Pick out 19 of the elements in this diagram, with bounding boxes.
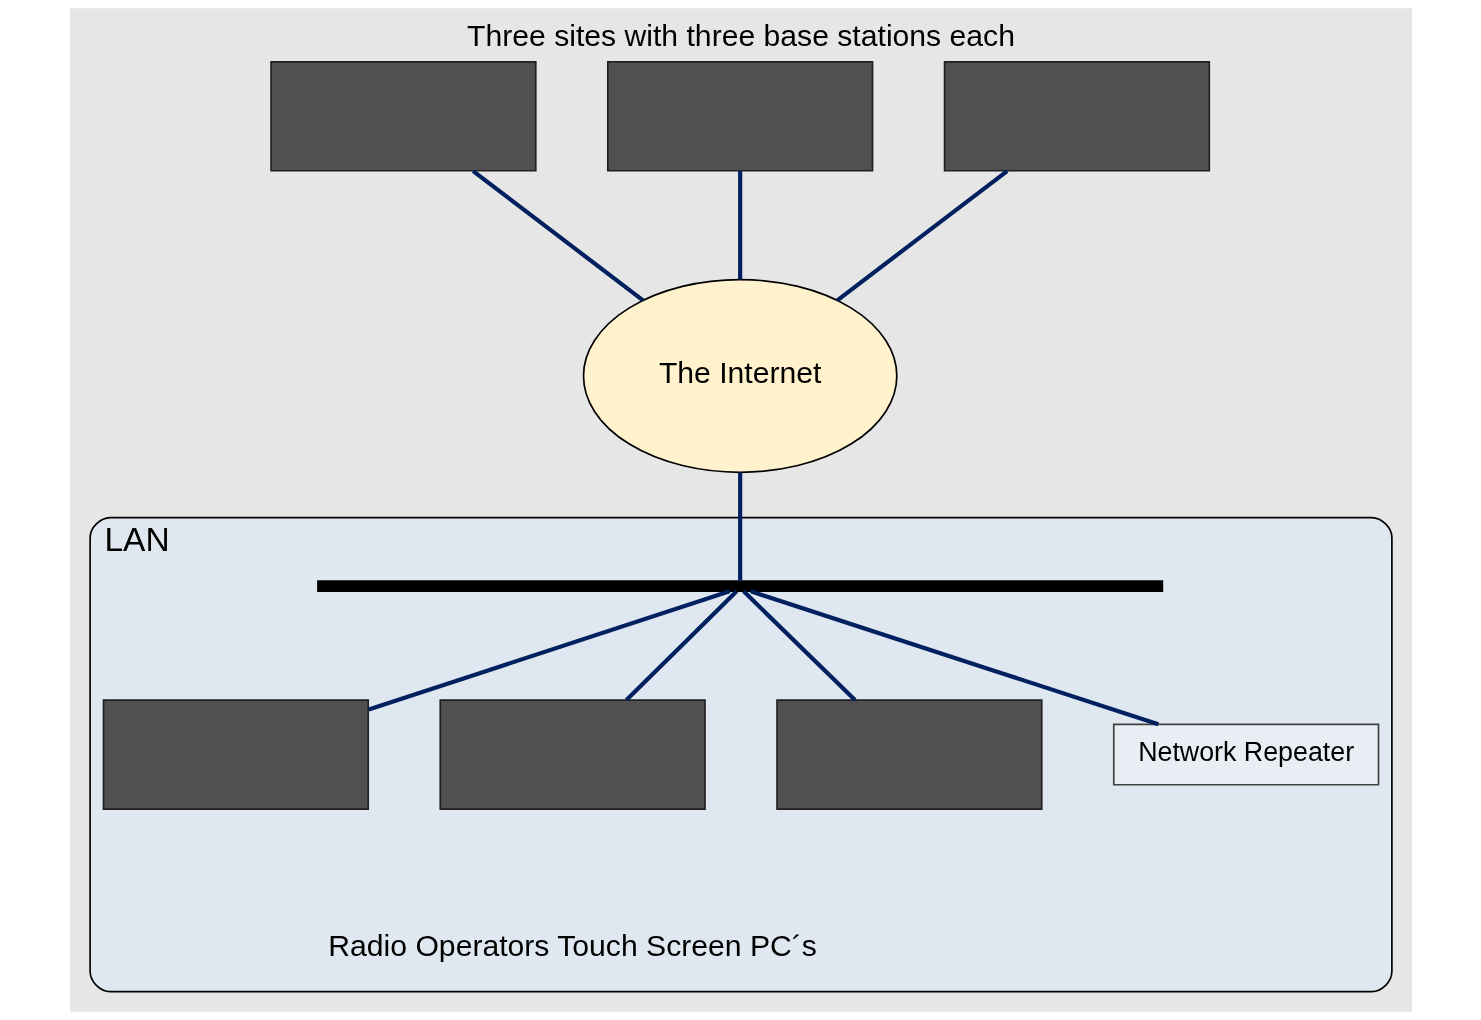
node-box (943, 61, 1210, 172)
label: Radio Operators Touch Screen PC´s (327, 928, 817, 962)
node-box: Network Repeater (1112, 723, 1379, 786)
connector (624, 589, 738, 702)
diagram-title: Three sites with three base stations each (466, 18, 1015, 52)
node-bar (316, 580, 1163, 593)
connector (835, 169, 1008, 303)
node-box (438, 699, 706, 810)
connector (737, 472, 742, 581)
node-box (775, 699, 1043, 810)
connector (749, 589, 1159, 727)
node-box (606, 61, 873, 172)
connector (471, 169, 644, 303)
node-box (102, 699, 369, 810)
connector (737, 171, 742, 280)
node-ellipse: The Internet (582, 278, 898, 474)
node-box (269, 61, 537, 172)
connector (741, 589, 856, 702)
connector (367, 589, 730, 712)
